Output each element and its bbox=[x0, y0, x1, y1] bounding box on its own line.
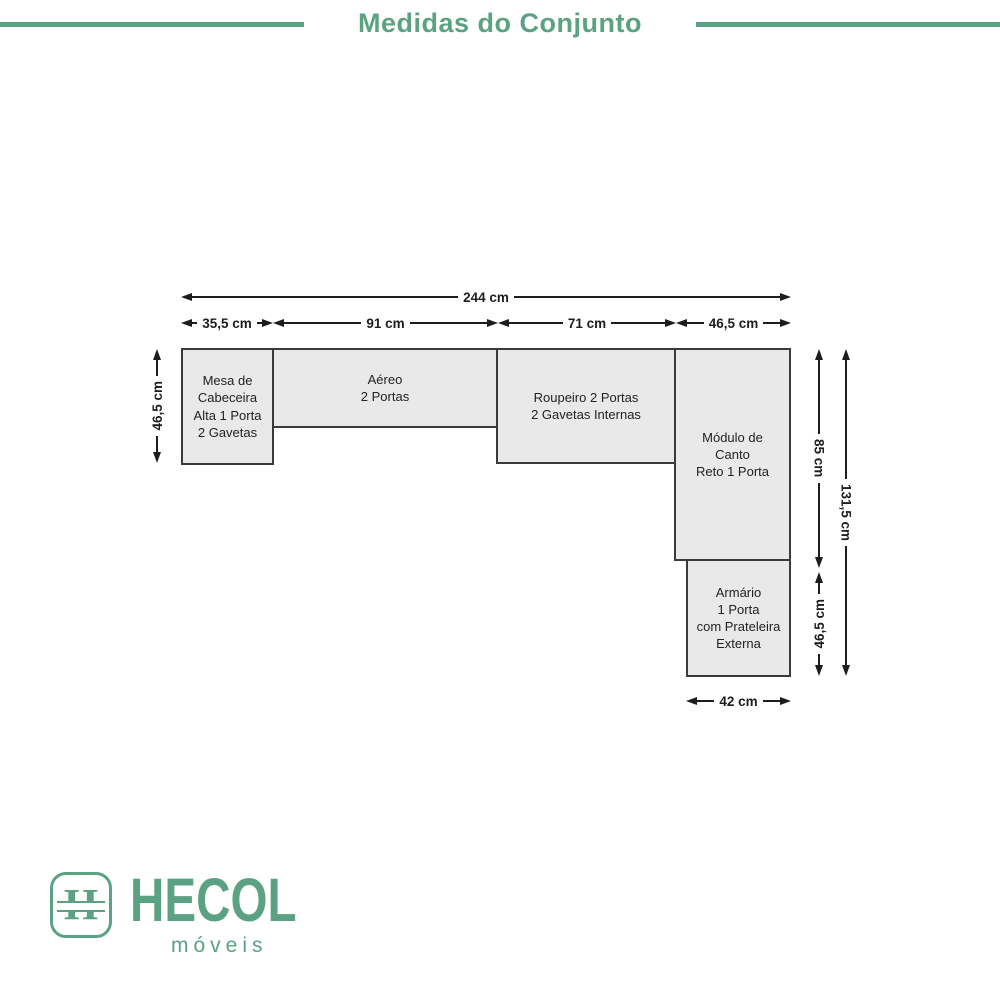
dimension-line bbox=[409, 322, 487, 324]
title-rule-left bbox=[0, 22, 304, 27]
dimension-line bbox=[845, 360, 847, 479]
dimension-line bbox=[845, 546, 847, 666]
dimension-label: 71 cm bbox=[567, 315, 607, 331]
dimension-label: 46,5 cm bbox=[149, 381, 165, 431]
arrow-right-icon bbox=[487, 319, 498, 327]
furniture-box-roupeiro: Roupeiro 2 Portas 2 Gavetas Internas bbox=[496, 348, 676, 464]
logo-monogram-band bbox=[56, 902, 106, 911]
arrow-right-icon bbox=[262, 319, 274, 327]
arrow-left-icon bbox=[273, 319, 284, 327]
dimension-total-width: 244 cm bbox=[181, 289, 792, 305]
dimension-line bbox=[818, 482, 820, 557]
arrow-up-icon bbox=[842, 349, 850, 360]
arrow-left-icon bbox=[498, 319, 509, 327]
arrow-left-icon bbox=[181, 293, 192, 301]
dimension-line bbox=[192, 322, 198, 324]
arrow-right-icon bbox=[780, 293, 792, 301]
dimension-label: 131,5 cm bbox=[838, 483, 854, 542]
hecol-monogram-icon: H bbox=[50, 872, 112, 938]
dimension-line bbox=[192, 296, 459, 298]
dimension-line bbox=[509, 322, 563, 324]
furniture-box-label: Roupeiro 2 Portas 2 Gavetas Internas bbox=[531, 389, 641, 422]
logo-tagline: móveis bbox=[171, 934, 268, 957]
dimension-label: 35,5 cm bbox=[202, 315, 252, 331]
dimension-label: 42 cm bbox=[719, 693, 758, 709]
title-rule-right bbox=[696, 22, 1000, 27]
dimension-modulo-width: 46,5 cm bbox=[676, 315, 792, 331]
furniture-box-aereo: Aéreo 2 Portas bbox=[272, 348, 498, 428]
dimension-line bbox=[513, 296, 781, 298]
arrow-left-icon bbox=[181, 319, 192, 327]
arrow-right-icon bbox=[780, 319, 792, 327]
dimension-line bbox=[256, 322, 263, 324]
dimension-line bbox=[284, 322, 362, 324]
dimension-line bbox=[818, 583, 820, 595]
arrow-down-icon bbox=[842, 665, 850, 677]
dimension-line bbox=[818, 360, 820, 435]
dimension-line bbox=[156, 435, 158, 453]
dimension-label: 46,5 cm bbox=[811, 599, 827, 649]
logo-monogram-bar bbox=[57, 901, 105, 903]
dimension-label: 244 cm bbox=[463, 289, 509, 305]
arrow-up-icon bbox=[815, 572, 823, 583]
dimension-label: 46,5 cm bbox=[708, 315, 759, 331]
dimension-line bbox=[763, 322, 781, 324]
dimension-mesa-width: 35,5 cm bbox=[181, 315, 274, 331]
arrow-left-icon bbox=[686, 697, 697, 705]
furniture-box-label: Módulo de Canto Reto 1 Porta bbox=[696, 429, 769, 480]
dimension-aereo-width: 91 cm bbox=[273, 315, 498, 331]
dimension-modulo-height: 85 cm bbox=[806, 349, 832, 568]
dimension-line bbox=[697, 700, 715, 702]
arrow-right-icon bbox=[665, 319, 676, 327]
arrow-left-icon bbox=[676, 319, 687, 327]
furniture-box-armario: Armário 1 Porta com Prateleira Externa bbox=[686, 559, 791, 677]
arrow-down-icon bbox=[153, 452, 161, 464]
arrow-up-icon bbox=[153, 349, 161, 360]
page-title: Medidas do Conjunto bbox=[358, 8, 642, 38]
furniture-box-label: Mesa de Cabeceira Alta 1 Porta 2 Gavetas bbox=[193, 373, 262, 440]
logo-wordmark: HECOL bbox=[130, 866, 297, 934]
dimension-roupeiro-width: 71 cm bbox=[498, 315, 676, 331]
furniture-box-label: Aéreo 2 Portas bbox=[360, 371, 410, 404]
dimension-line bbox=[687, 322, 704, 324]
arrow-up-icon bbox=[815, 349, 823, 360]
dimension-line bbox=[611, 322, 665, 324]
dimension-armario-height: 46,5 cm bbox=[806, 572, 832, 677]
dimension-line bbox=[818, 653, 820, 666]
dimension-mesa-height: 46,5 cm bbox=[144, 349, 170, 464]
arrow-down-icon bbox=[815, 557, 823, 568]
dimension-total-height: 131,5 cm bbox=[833, 349, 859, 677]
arrow-down-icon bbox=[815, 665, 823, 677]
dimension-line bbox=[762, 700, 780, 702]
dimension-label: 85 cm bbox=[811, 439, 827, 478]
logo-monogram-bar bbox=[57, 910, 105, 912]
furniture-box-mesa-de-cabeceira: Mesa de Cabeceira Alta 1 Porta 2 Gavetas bbox=[181, 348, 274, 465]
furniture-box-label: Armário 1 Porta com Prateleira Externa bbox=[696, 584, 781, 652]
arrow-right-icon bbox=[780, 697, 791, 705]
dimension-armario-width: 42 cm bbox=[686, 693, 791, 709]
dimension-label: 91 cm bbox=[366, 315, 405, 331]
dimension-line bbox=[156, 360, 158, 377]
furniture-box-modulo-de-canto: Módulo de Canto Reto 1 Porta bbox=[674, 348, 791, 561]
hecol-logo: H HECOL móveis bbox=[50, 870, 320, 965]
